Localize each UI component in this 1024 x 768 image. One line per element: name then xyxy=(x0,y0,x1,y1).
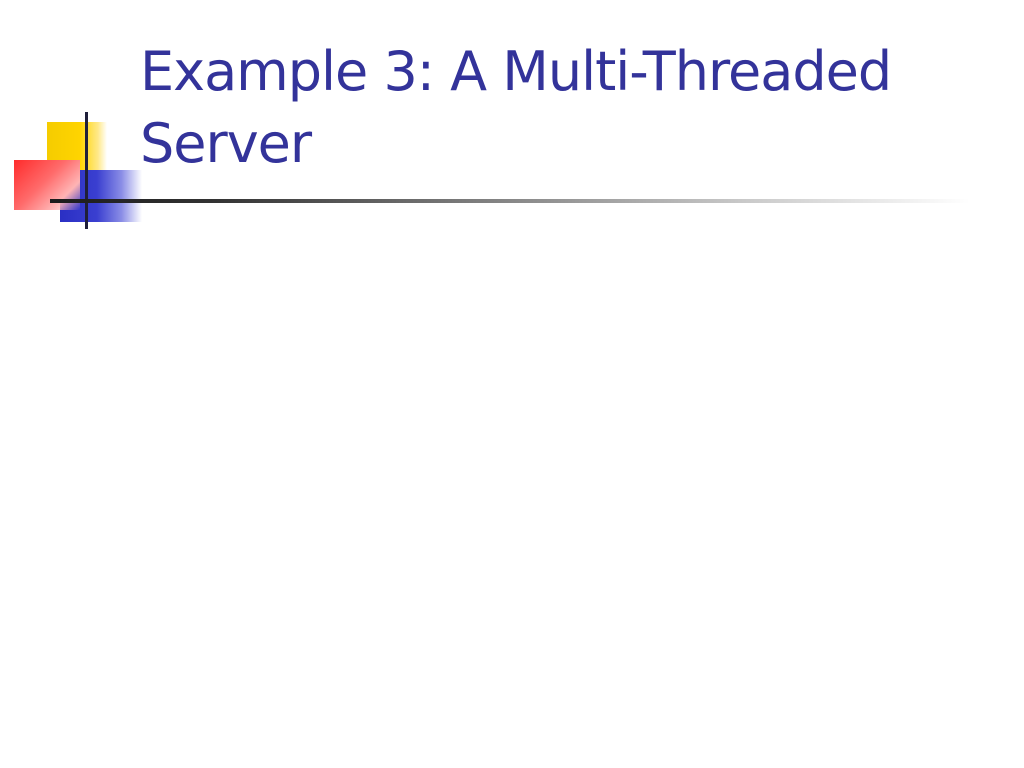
title-underline-rule xyxy=(50,199,970,203)
vertical-rule xyxy=(85,112,88,229)
slide-decoration xyxy=(0,0,150,240)
slide-title: Example 3: A Multi-Threaded Server xyxy=(140,40,892,175)
